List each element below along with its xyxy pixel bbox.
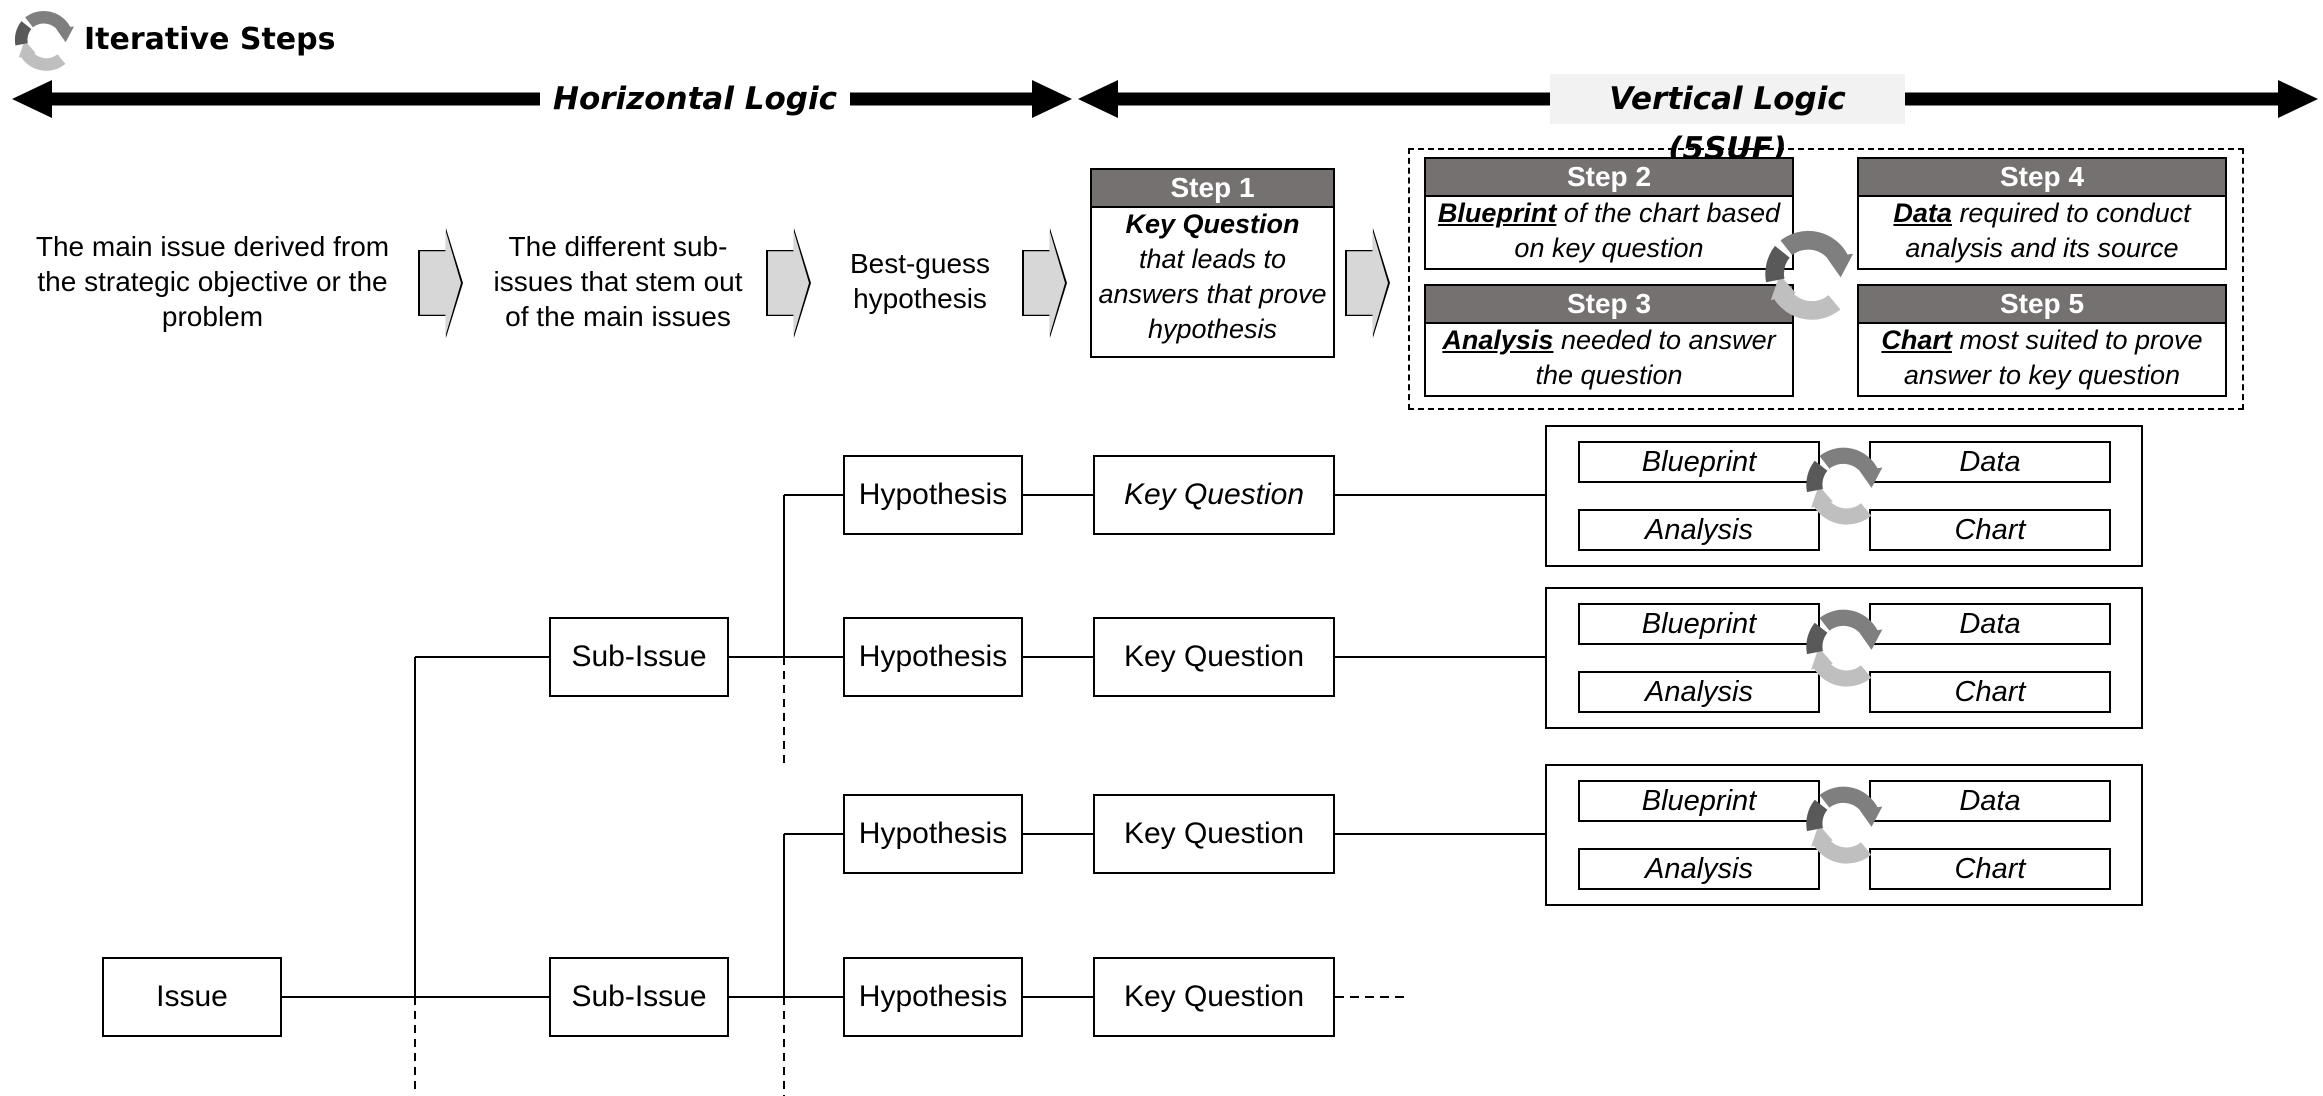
step-4-title: Step 4 — [1859, 159, 2225, 197]
cycle-arrows-icon — [1806, 609, 1883, 687]
cycle-arrows-icon — [14, 10, 75, 71]
horizontal-logic-arrow — [12, 80, 1072, 118]
page-title: Iterative Steps — [84, 22, 336, 57]
sub-issue-node: Sub-Issue — [549, 617, 729, 697]
panel-data-box: Data — [1869, 603, 2111, 645]
flow-subissue-description: The different sub-issues that stem out o… — [493, 231, 743, 332]
step-1-body: Key Question that leads to answers that … — [1092, 206, 1333, 356]
cycle-arrows-icon — [1765, 230, 1854, 320]
panel-blueprint-box: Blueprint — [1578, 603, 1820, 645]
step-5-keyword: Chart — [1881, 325, 1952, 355]
vertical-logic-arrow — [1078, 80, 2318, 118]
panel-analysis-box: Analysis — [1578, 848, 1820, 890]
sub-issue-node: Sub-Issue — [549, 957, 729, 1037]
hypothesis-node: Hypothesis — [843, 957, 1023, 1037]
panel-analysis-box: Analysis — [1578, 671, 1820, 713]
flow-hypothesis-description: Best-guess hypothesis — [849, 248, 991, 314]
key-question-node: Key Question — [1093, 957, 1335, 1037]
key-question-node: Key Question — [1093, 617, 1335, 697]
step-2-title: Step 2 — [1426, 159, 1792, 197]
step-5-body: Chart most suited to prove answer to key… — [1859, 322, 2225, 395]
horizontal-logic-label: Horizontal Logic — [540, 74, 850, 124]
step-5-title: Step 5 — [1859, 286, 2225, 324]
step-3-text: needed to answer the question — [1535, 325, 1776, 390]
panel-blueprint-box: Blueprint — [1578, 441, 1820, 483]
cycle-arrows-icon — [1806, 786, 1883, 864]
step-1-title: Step 1 — [1092, 170, 1333, 208]
panel-blueprint-box: Blueprint — [1578, 780, 1820, 822]
step-4-text: required to conduct analysis and its sou… — [1905, 198, 2191, 263]
vertical-logic-label: Vertical Logic (5SUF) — [1550, 74, 1905, 167]
step-4-body: Data required to conduct analysis and it… — [1859, 195, 2225, 268]
step-2-card: Step 2 Blueprint of the chart based on k… — [1424, 157, 1794, 270]
step-3-keyword: Analysis — [1442, 325, 1554, 355]
vertical-logic-steps-frame — [1408, 148, 2244, 410]
panel-data-box: Data — [1869, 441, 2111, 483]
step-3-title: Step 3 — [1426, 286, 1792, 324]
key-question-node: Key Question — [1093, 794, 1335, 874]
key-question-node: Key Question — [1093, 455, 1335, 535]
panel-chart-box: Chart — [1869, 671, 2111, 713]
tree-lines — [282, 494, 1545, 1096]
step-1-keyword: Key Question — [1125, 209, 1300, 239]
step-2-body: Blueprint of the chart based on key ques… — [1426, 195, 1792, 268]
step-3-body: Analysis needed to answer the question — [1426, 322, 1792, 395]
cycle-arrows-icon — [1806, 447, 1883, 525]
step-5-card: Step 5 Chart most suited to prove answer… — [1857, 284, 2227, 397]
panel-analysis-box: Analysis — [1578, 509, 1820, 551]
step-3-card: Step 3 Analysis needed to answer the que… — [1424, 284, 1794, 397]
step-1-card: Step 1 Key Question that leads to answer… — [1090, 168, 1335, 358]
step-5-text: most suited to prove answer to key quest… — [1903, 325, 2203, 390]
panel-data-box: Data — [1869, 780, 2111, 822]
issue-node: Issue — [102, 957, 282, 1037]
step-4-keyword: Data — [1893, 198, 1952, 228]
step-4-card: Step 4 Data required to conduct analysis… — [1857, 157, 2227, 270]
panel-chart-box: Chart — [1869, 848, 2111, 890]
hypothesis-node: Hypothesis — [843, 617, 1023, 697]
hypothesis-node: Hypothesis — [843, 455, 1023, 535]
flow-issue-description: The main issue derived from the strategi… — [35, 231, 390, 332]
panel-chart-box: Chart — [1869, 509, 2111, 551]
step-2-text: of the chart based on key question — [1514, 198, 1781, 263]
step-1-text: that leads to answers that prove hypothe… — [1098, 244, 1327, 344]
step-2-keyword: Blueprint — [1437, 198, 1557, 228]
hypothesis-node: Hypothesis — [843, 794, 1023, 874]
